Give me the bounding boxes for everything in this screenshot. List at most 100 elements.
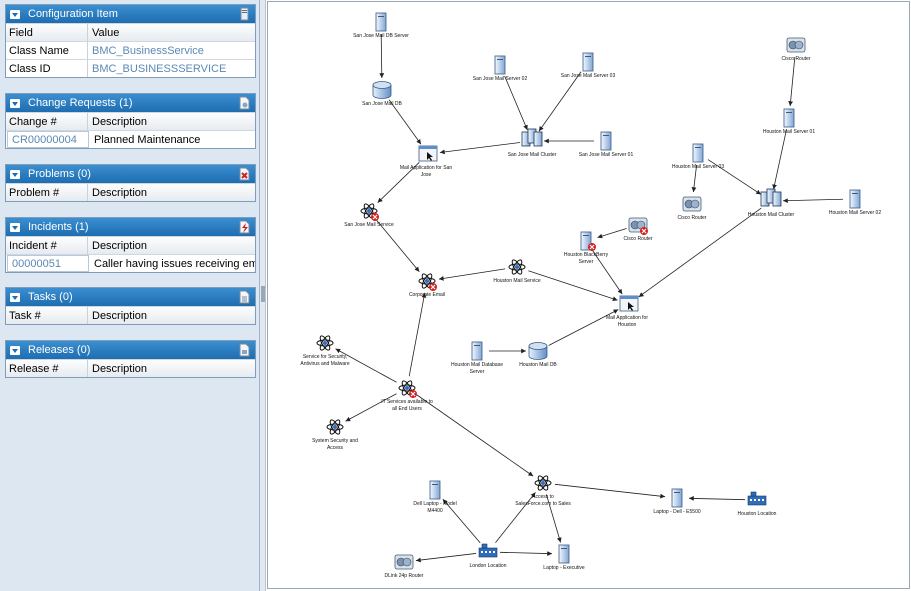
panel-header[interactable]: Configuration Item [6, 5, 255, 23]
change-id-link[interactable]: CR00000004 [7, 131, 89, 148]
incidents-panel: Incidents (1) Incident # Description 000… [5, 217, 256, 273]
panel-header[interactable]: Releases (0) [6, 341, 255, 359]
node-label: San Jose Mail Server 01 [579, 152, 634, 158]
table-header: Field Value [6, 23, 255, 41]
location-icon [478, 543, 498, 558]
panel-header[interactable]: Problems (0) [6, 165, 255, 183]
diagram-node-sj-mail-service[interactable]: San Jose Mail Service [344, 203, 394, 228]
collapse-chevron-icon[interactable] [10, 169, 20, 179]
collapse-chevron-icon[interactable] [10, 345, 20, 355]
relationship-edge [438, 268, 506, 281]
diagram-node-sj-mail-server03[interactable]: San Jose Mail Server 03 [561, 52, 616, 79]
relationship-edge [707, 159, 762, 195]
row-description: Caller having issues receiving email o [94, 257, 255, 270]
column-description[interactable]: Description [92, 115, 148, 128]
release-package-icon [239, 343, 250, 357]
cluster-icon [521, 128, 543, 147]
column-task-number[interactable]: Task # [6, 307, 88, 324]
pane-splitter[interactable] [260, 0, 266, 591]
collapse-chevron-icon[interactable] [10, 9, 20, 19]
panel-header[interactable]: Change Requests (1) [6, 94, 255, 112]
node-label: Mail Application for San [400, 165, 452, 171]
table-header: Incident # Description [6, 236, 255, 254]
collapse-chevron-icon[interactable] [10, 98, 20, 108]
diagram-node-houston-mail-server02[interactable]: Houston Mail Server 02 [829, 189, 881, 216]
node-label: Mail Application for [606, 315, 648, 321]
diagram-node-laptop-executive[interactable]: Laptop - Executive [543, 544, 585, 571]
router-icon [394, 554, 414, 570]
node-label: Houston Mail DB [519, 362, 557, 368]
diagram-node-houston-mail-server03[interactable]: Houston Mail Server 03 [672, 143, 724, 170]
column-description[interactable]: Description [92, 362, 148, 375]
diagram-node-cisco-router-err[interactable]: Cisco Router [624, 217, 653, 242]
diagram-node-sj-mail-cluster[interactable]: San Jose Mail Cluster [508, 128, 557, 158]
field-value[interactable]: BMC_BUSINESSSERVICE [92, 62, 227, 75]
diagram-node-houston-mail-db[interactable]: Houston Mail DB [519, 342, 557, 369]
relationship-edge [408, 292, 427, 377]
diagram-node-sj-db-server[interactable]: San Jose Mail DB Server [353, 12, 409, 39]
relationship-edge [495, 492, 536, 543]
server-icon [558, 544, 570, 564]
collapse-chevron-icon[interactable] [10, 292, 20, 302]
relationship-edge [548, 309, 619, 346]
service-icon [398, 380, 417, 398]
column-description[interactable]: Description [92, 239, 148, 252]
detail-pane: Configuration Item Field Value Class Nam… [0, 0, 260, 591]
node-label: M4400 [427, 508, 443, 514]
diagram-node-houston-location[interactable]: Houston Location [738, 491, 777, 517]
diagram-node-houston-mail-service[interactable]: Houston Mail Service [493, 259, 541, 284]
splitter-grip-icon[interactable] [261, 286, 265, 302]
column-incident-number[interactable]: Incident # [6, 237, 88, 254]
panel-header[interactable]: Tasks (0) [6, 288, 255, 306]
diagram-node-cisco-router-top[interactable]: Cisco Router [782, 37, 811, 62]
column-release-number[interactable]: Release # [6, 360, 88, 377]
server-icon [494, 55, 506, 75]
diagram-node-sj-mail-server02[interactable]: San Jose Mail Server 02 [473, 55, 528, 82]
field-value[interactable]: BMC_BusinessService [92, 44, 204, 57]
diagram-node-dlink-router[interactable]: DLink 24p Router [385, 554, 424, 579]
diagram-node-security-service[interactable]: Service for Security,Antivirus and Malwa… [300, 335, 350, 367]
node-label: IT Services available to [381, 399, 433, 405]
table-row[interactable]: 00000051 Caller having issues receiving … [6, 254, 255, 272]
table-header: Change # Description [6, 112, 255, 130]
table-row[interactable]: CR00000004 Planned Maintenance [6, 130, 255, 148]
column-value[interactable]: Value [92, 26, 120, 39]
diagram-node-corporate-email[interactable]: Corporate Email [409, 273, 445, 298]
diagram-node-houston-mail-cluster[interactable]: Houston Mail Cluster [748, 188, 795, 218]
service-icon [316, 335, 334, 351]
table-header: Release # Description [6, 359, 255, 377]
relationship-edge [388, 99, 422, 145]
column-problem-number[interactable]: Problem # [6, 184, 88, 201]
diagram-node-laptop-dell-e5500[interactable]: Laptop - Dell - E5500 [653, 488, 701, 515]
diagram-node-cisco-router-mid[interactable]: Cisco Router [678, 196, 707, 221]
diagram-node-sj-mail-db[interactable]: San Jose Mail DB [362, 81, 403, 108]
panel-header[interactable]: Incidents (1) [6, 218, 255, 236]
column-field[interactable]: Field [6, 24, 88, 41]
diagram-node-sj-mail-server01[interactable]: San Jose Mail Server 01 [579, 131, 634, 158]
relationship-edge [538, 71, 582, 132]
column-change-number[interactable]: Change # [6, 113, 88, 130]
panel-title: Change Requests (1) [28, 97, 133, 109]
column-description[interactable]: Description [92, 309, 148, 322]
diagram-node-london-location[interactable]: London Location [470, 543, 507, 569]
service-icon [508, 259, 526, 275]
node-label: Houston Mail Server 01 [763, 129, 815, 135]
collapse-chevron-icon[interactable] [10, 222, 20, 232]
relationship-edge [528, 270, 618, 302]
node-label: Cisco Router [782, 56, 811, 62]
incident-id-link[interactable]: 00000051 [7, 255, 89, 272]
node-label: Laptop - Dell - E5500 [653, 509, 700, 515]
diagram-node-houston-mail-server01[interactable]: Houston Mail Server 01 [763, 108, 815, 135]
column-description[interactable]: Description [92, 186, 148, 199]
relationship-edge [597, 228, 627, 239]
